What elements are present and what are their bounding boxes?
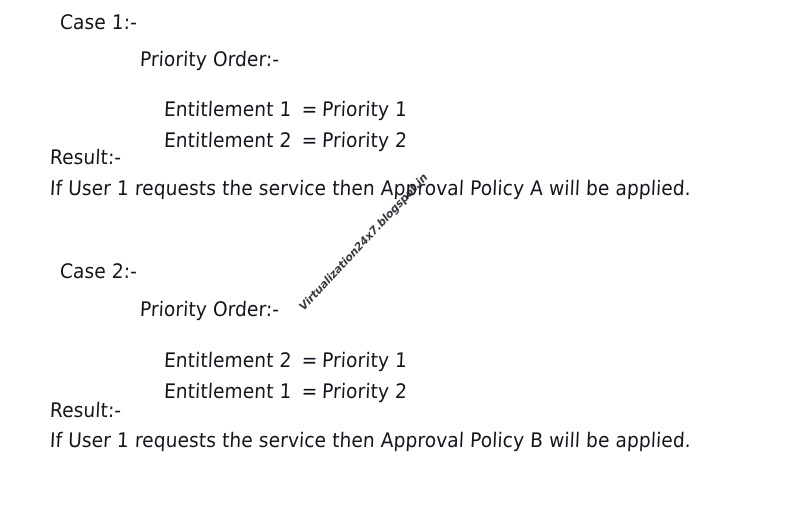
case-2-result-text: If User 1 requests the service then Appr…: [49, 428, 692, 452]
case-2-result-label: Result:-: [49, 398, 122, 422]
case-1-result-label: Result:-: [49, 145, 122, 169]
case-2-mapping-row: Entitlement 1 =Priority 2: [139, 361, 409, 421]
entitlement-label: Entitlement 1: [163, 379, 293, 403]
case-1-priority-order-label: Priority Order:-: [139, 47, 280, 71]
entitlement-label: Entitlement 2: [163, 128, 293, 152]
equals-sign: =: [301, 128, 318, 152]
priority-label: Priority 2: [321, 379, 408, 403]
equals-sign: =: [301, 379, 318, 403]
case-2-title: Case 2:-: [59, 259, 138, 283]
case-1-mapping-row: Entitlement 2 =Priority 2: [139, 110, 409, 170]
priority-label: Priority 2: [321, 128, 408, 152]
case-1-title: Case 1:-: [59, 10, 138, 34]
case-2-priority-order-label: Priority Order:-: [139, 297, 280, 321]
case-1-result-text: If User 1 requests the service then Appr…: [49, 176, 692, 200]
